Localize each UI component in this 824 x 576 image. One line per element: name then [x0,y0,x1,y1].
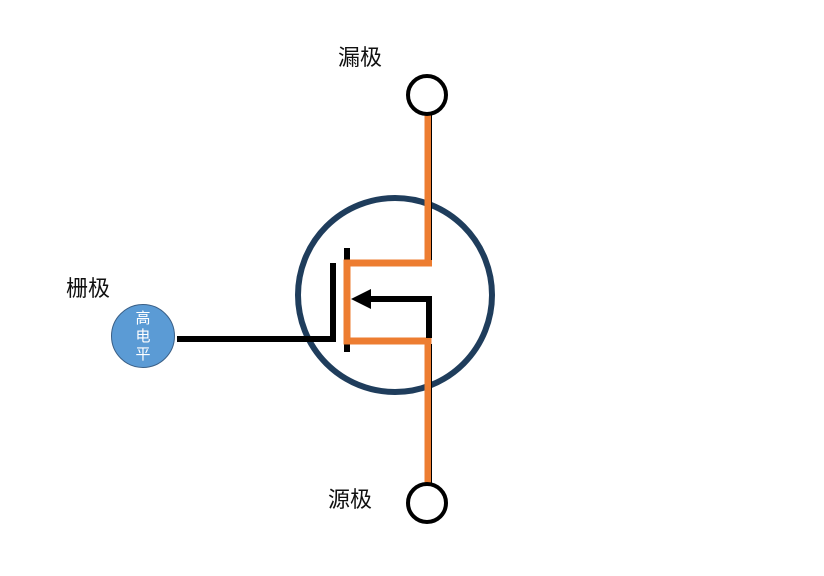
source-label: 源极 [328,488,373,513]
drain-terminal [406,74,448,116]
gate-level-char-2: 电 [135,327,151,345]
drain-channel-segment [343,259,432,345]
gate-label: 栅极 [66,277,111,302]
gate-level-char-1: 高 [135,309,151,327]
source-terminal [406,482,448,524]
gate-high-level-indicator: 高 电 平 [111,304,175,368]
gate-lead [177,263,336,342]
substrate-arrow-line [365,296,432,338]
mosfet-body-circle [295,195,495,395]
drain-label: 漏极 [338,46,383,71]
gate-level-char-3: 平 [135,345,151,363]
arrow-head-icon [351,289,371,309]
